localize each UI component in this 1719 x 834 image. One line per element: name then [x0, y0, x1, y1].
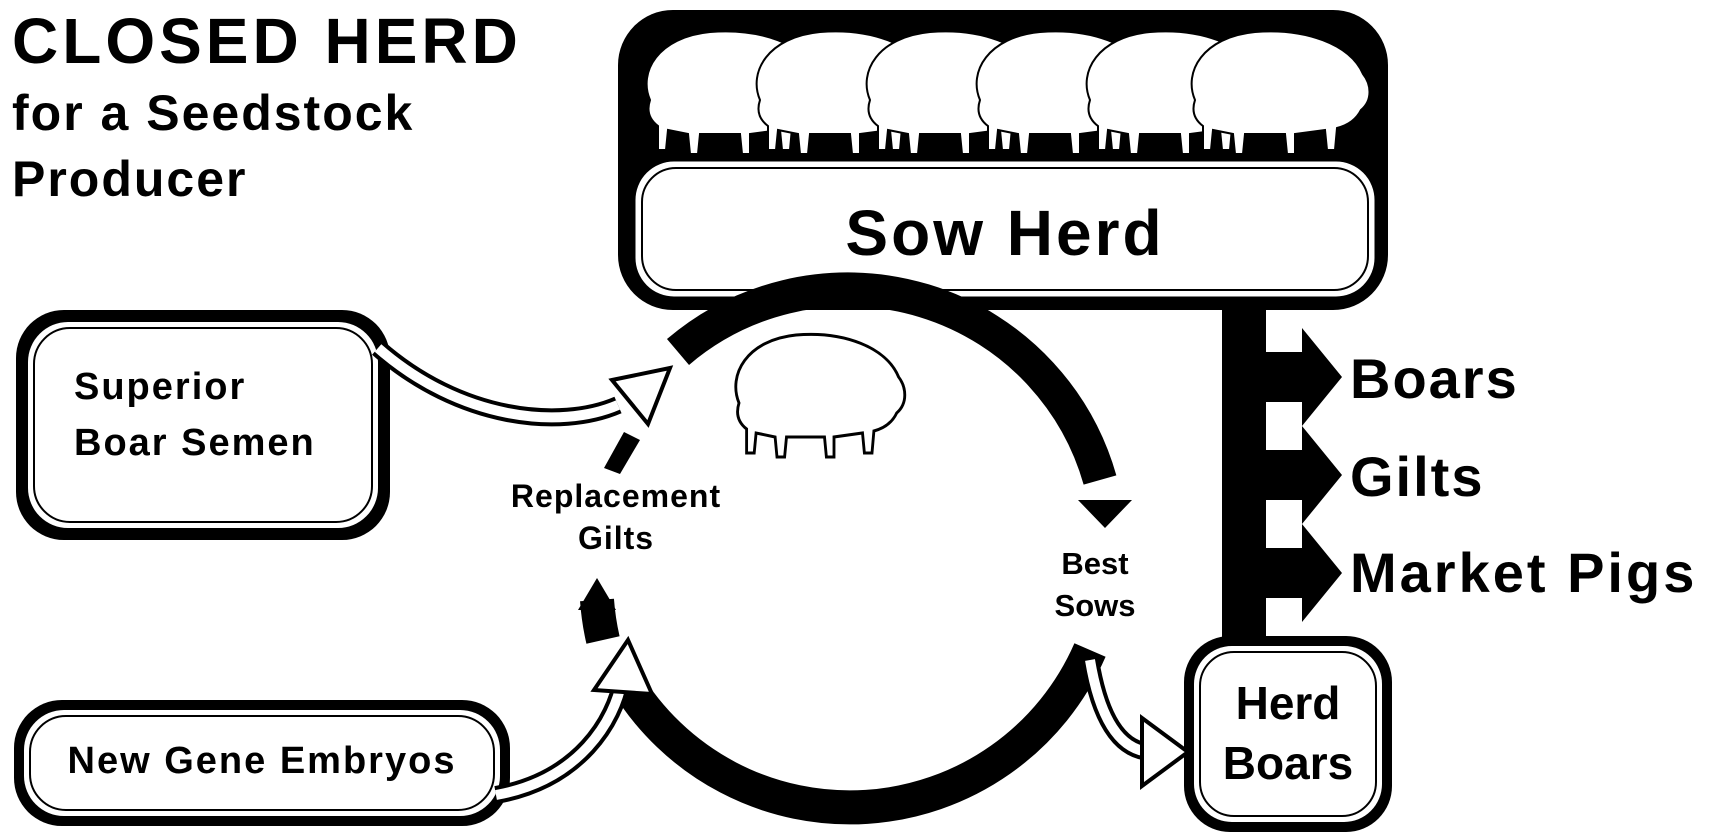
replacement-gilts-label-1: Replacement	[510, 478, 722, 514]
title-line-2: for a Seedstock	[12, 85, 415, 141]
herd-boars-label-1: Herd	[1235, 677, 1341, 729]
title-line-1: CLOSED HERD	[12, 5, 522, 77]
arrow-market-pigs	[1264, 524, 1342, 622]
herd-boars-label-2: Boars	[1222, 737, 1354, 789]
arrow-to-best-sows	[1078, 500, 1132, 528]
arrow-up-replacement	[578, 578, 616, 610]
arrow-to-herd-boars	[1140, 714, 1192, 790]
replacement-gilts-label-2: Gilts	[577, 520, 655, 556]
sow-herd-box	[632, 158, 1378, 300]
title-line-3: Producer	[12, 151, 248, 207]
sow-herd-label: Sow Herd	[845, 197, 1165, 269]
superior-semen-label-1: Superior	[74, 366, 247, 408]
output-arrows	[1264, 328, 1342, 622]
output-trunk	[1222, 300, 1266, 650]
new-gene-embryos-label: New Gene Embryos	[67, 740, 457, 782]
arrow-embryos-in	[590, 635, 656, 697]
output-market-pigs-label: Market Pigs	[1350, 541, 1698, 604]
arrow-semen-in	[608, 365, 674, 428]
arrow-boars	[1264, 328, 1342, 426]
best-sows-label-1: Best	[1061, 546, 1129, 581]
best-sows-label-2: Sows	[1054, 588, 1136, 623]
output-boars-label: Boars	[1350, 347, 1519, 410]
output-gilts-label: Gilts	[1350, 445, 1485, 508]
superior-semen-label-2: Boar Semen	[74, 422, 316, 464]
pig-icon	[734, 332, 907, 459]
arrow-gilts	[1264, 426, 1342, 524]
